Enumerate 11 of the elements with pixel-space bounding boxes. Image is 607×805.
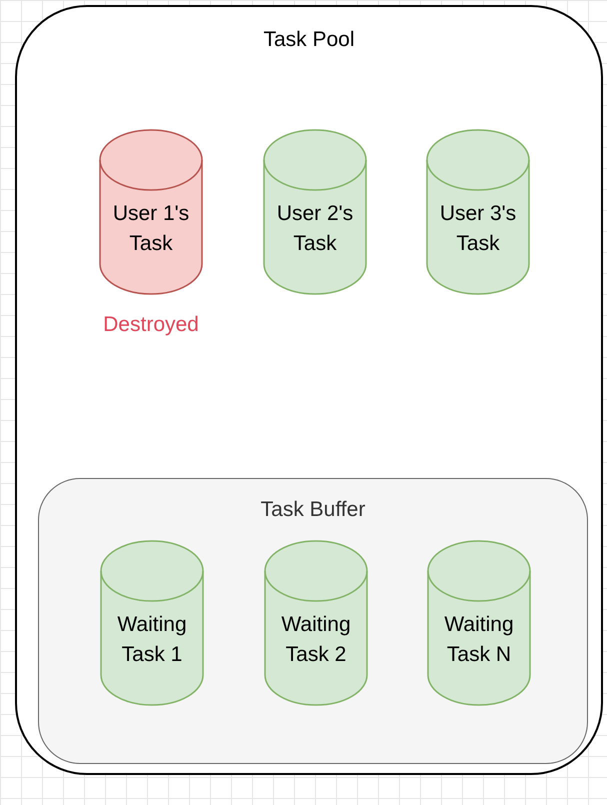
status-note: Destroyed <box>102 312 200 338</box>
cylinder-label: User 2's Task <box>276 201 354 257</box>
cylinder-label: User 3's Task <box>438 201 518 257</box>
container-title: Task Buffer <box>260 497 366 523</box>
container-title: Task Pool <box>263 27 355 53</box>
buffer-container <box>38 478 588 764</box>
cylinder-label: Waiting Task 1 <box>116 612 188 668</box>
cylinder-label: Waiting Task 2 <box>280 612 352 668</box>
cylinder-label: User 1's Task <box>112 201 190 257</box>
cylinder-label: Waiting Task N <box>443 612 515 668</box>
pool-container <box>15 5 603 775</box>
